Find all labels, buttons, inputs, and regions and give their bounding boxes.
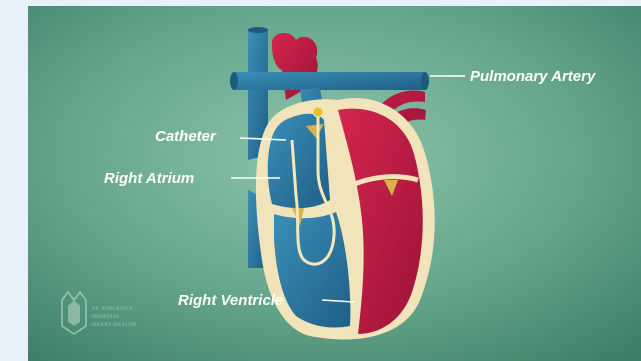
watermark-line2: HOSPITAL [92,314,121,320]
vena-cava-opening [248,27,268,33]
watermark-line3: HEART HEALTH [92,322,136,328]
label-right-atrium: Right Atrium [104,170,194,187]
pulmonary-artery-left-end [230,72,238,90]
pulmonary-artery-right-end [421,72,429,90]
label-pulmonary-artery: Pulmonary Artery [470,68,596,85]
label-catheter: Catheter [155,128,217,145]
pulmonary-artery-branch [234,72,425,90]
label-right-ventricle: Right Ventricle [178,292,283,309]
watermark-line1: ST. VINCENT'S [92,306,133,312]
catheter-balloon [313,107,323,117]
